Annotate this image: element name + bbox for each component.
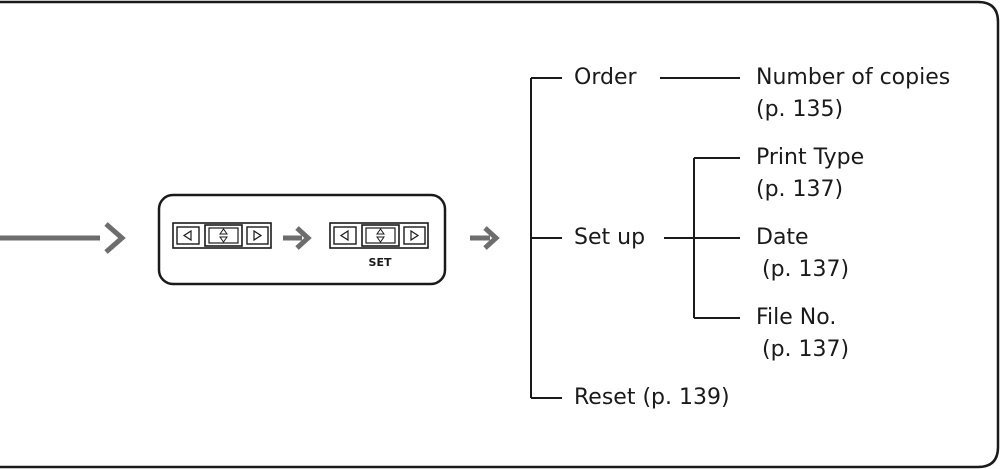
next-arrow-icon — [283, 226, 312, 250]
set-label: SET — [369, 256, 392, 269]
print-type-label: Print Type — [756, 145, 865, 170]
date-ref: (p. 137) — [762, 257, 850, 282]
set-keys-icon — [329, 222, 429, 249]
date-label: Date — [756, 225, 809, 250]
tree-arrow-icon — [470, 226, 500, 250]
reset-label: Reset (p. 139) — [574, 385, 730, 410]
number-of-copies-ref: (p. 135) — [756, 97, 844, 122]
tree-connectors — [530, 77, 740, 399]
number-of-copies-label: Number of copies — [756, 65, 951, 90]
file-no-ref: (p. 137) — [762, 337, 850, 362]
entry-arrow-icon — [0, 222, 126, 254]
arrow-keys-icon — [172, 222, 272, 249]
order-label: Order — [574, 65, 637, 90]
setup-label: Set up — [574, 225, 646, 250]
print-type-ref: (p. 137) — [756, 177, 844, 202]
file-no-label: File No. — [756, 305, 837, 330]
